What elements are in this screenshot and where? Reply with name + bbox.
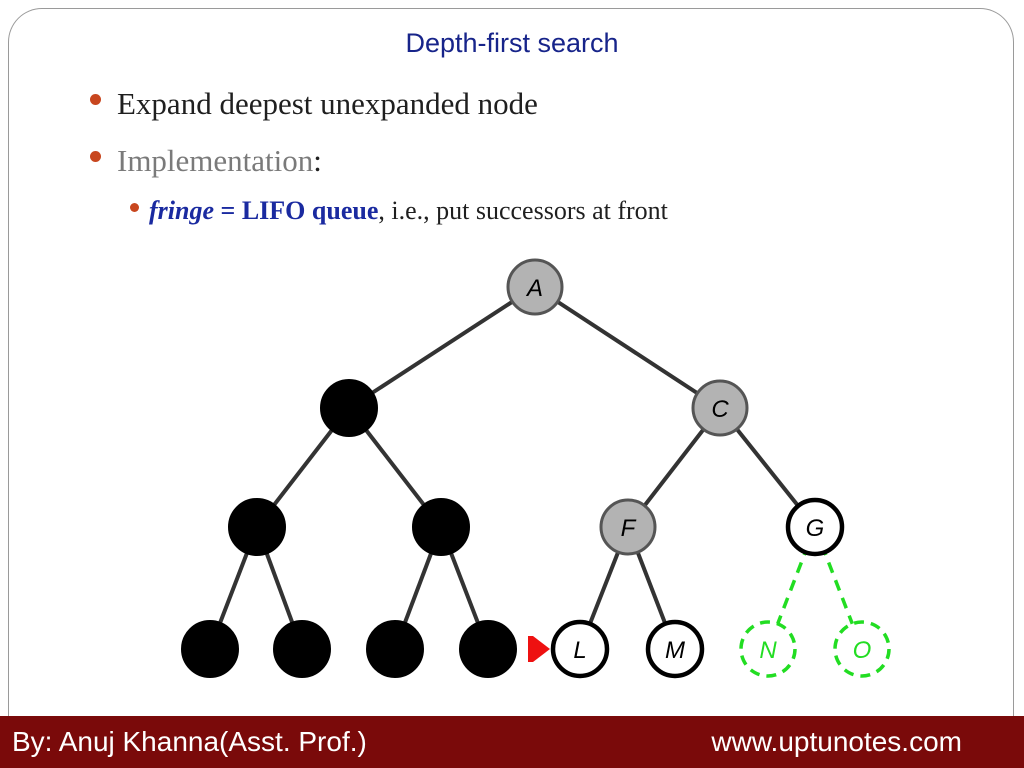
tree-node-j xyxy=(366,620,424,678)
footer-website: www.uptunotes.com xyxy=(711,726,962,757)
tree-node-e xyxy=(412,498,470,556)
tree-node-label: C xyxy=(711,396,729,423)
footer-author: By: Anuj Khanna(Asst. Prof.) xyxy=(12,726,367,757)
tree-edge-A-C xyxy=(533,285,722,410)
tree-node-i xyxy=(273,620,331,678)
bullet-dot xyxy=(90,151,101,162)
tree-node-l: L xyxy=(550,619,610,679)
tree-node-circle xyxy=(691,379,749,437)
tree-node-b xyxy=(320,379,378,437)
tree-node-circle xyxy=(459,620,517,678)
tree-node-circle xyxy=(506,258,564,316)
tree-node-circle xyxy=(273,620,331,678)
lifo-queue-term: LIFO queue xyxy=(241,196,379,225)
tree-node-label: G xyxy=(806,515,825,542)
tree-node-d xyxy=(228,498,286,556)
tree-node-circle xyxy=(739,620,797,678)
footer-bar: By: Anuj Khanna(Asst. Prof.) www.uptunot… xyxy=(0,716,1024,768)
tree-edge-A-B xyxy=(347,285,537,410)
tree-node-n: N xyxy=(739,620,797,678)
tree-node-circle xyxy=(181,620,239,678)
tree-node-a: A xyxy=(506,258,564,316)
tree-node-circle xyxy=(412,498,470,556)
tree-node-label: M xyxy=(665,637,685,664)
tree-node-circle xyxy=(366,620,424,678)
tree-node-g: G xyxy=(785,497,845,557)
tree-node-circle xyxy=(833,620,891,678)
dfs-tree-diagram: A C F G L M N O xyxy=(181,258,891,679)
tree-node-circle xyxy=(228,498,286,556)
bullet-dot xyxy=(90,94,101,105)
tree-node-circle xyxy=(320,379,378,437)
tree-node-circle xyxy=(599,498,657,556)
tree-node-f: F xyxy=(599,498,657,556)
tree-node-label: A xyxy=(525,275,543,302)
bullet-implementation: Implementation: xyxy=(90,143,322,179)
tree-node-label: O xyxy=(853,637,872,664)
tree-node-circle xyxy=(550,619,610,679)
tree-node-circle xyxy=(645,619,705,679)
tree-node-h xyxy=(181,620,239,678)
equals-sign: = xyxy=(214,196,242,225)
tree-node-m: M xyxy=(645,619,705,679)
fringe-explanation: , i.e., put successors at front xyxy=(378,196,668,225)
tree-node-circle xyxy=(785,497,845,557)
slide-title: Depth-first search xyxy=(405,28,619,58)
tree-node-label: L xyxy=(573,637,586,664)
sub-bullet-dot xyxy=(130,203,139,212)
fringe-term: fringe xyxy=(149,196,214,225)
bullet-implementation-label: Implementation xyxy=(117,143,314,178)
tree-node-o: O xyxy=(833,620,891,678)
sub-bullet-fringe: fringe = LIFO queue, i.e., put successor… xyxy=(130,196,668,226)
tree-node-label: F xyxy=(621,515,637,542)
bullet-expand: Expand deepest unexpanded node xyxy=(90,86,538,122)
current-node-marker-icon xyxy=(528,636,550,662)
tree-node-k xyxy=(459,620,517,678)
bullet-implementation-colon: : xyxy=(313,143,322,178)
tree-node-c: C xyxy=(691,379,749,437)
tree-node-label: N xyxy=(759,637,777,664)
bullet-expand-text: Expand deepest unexpanded node xyxy=(117,86,538,121)
